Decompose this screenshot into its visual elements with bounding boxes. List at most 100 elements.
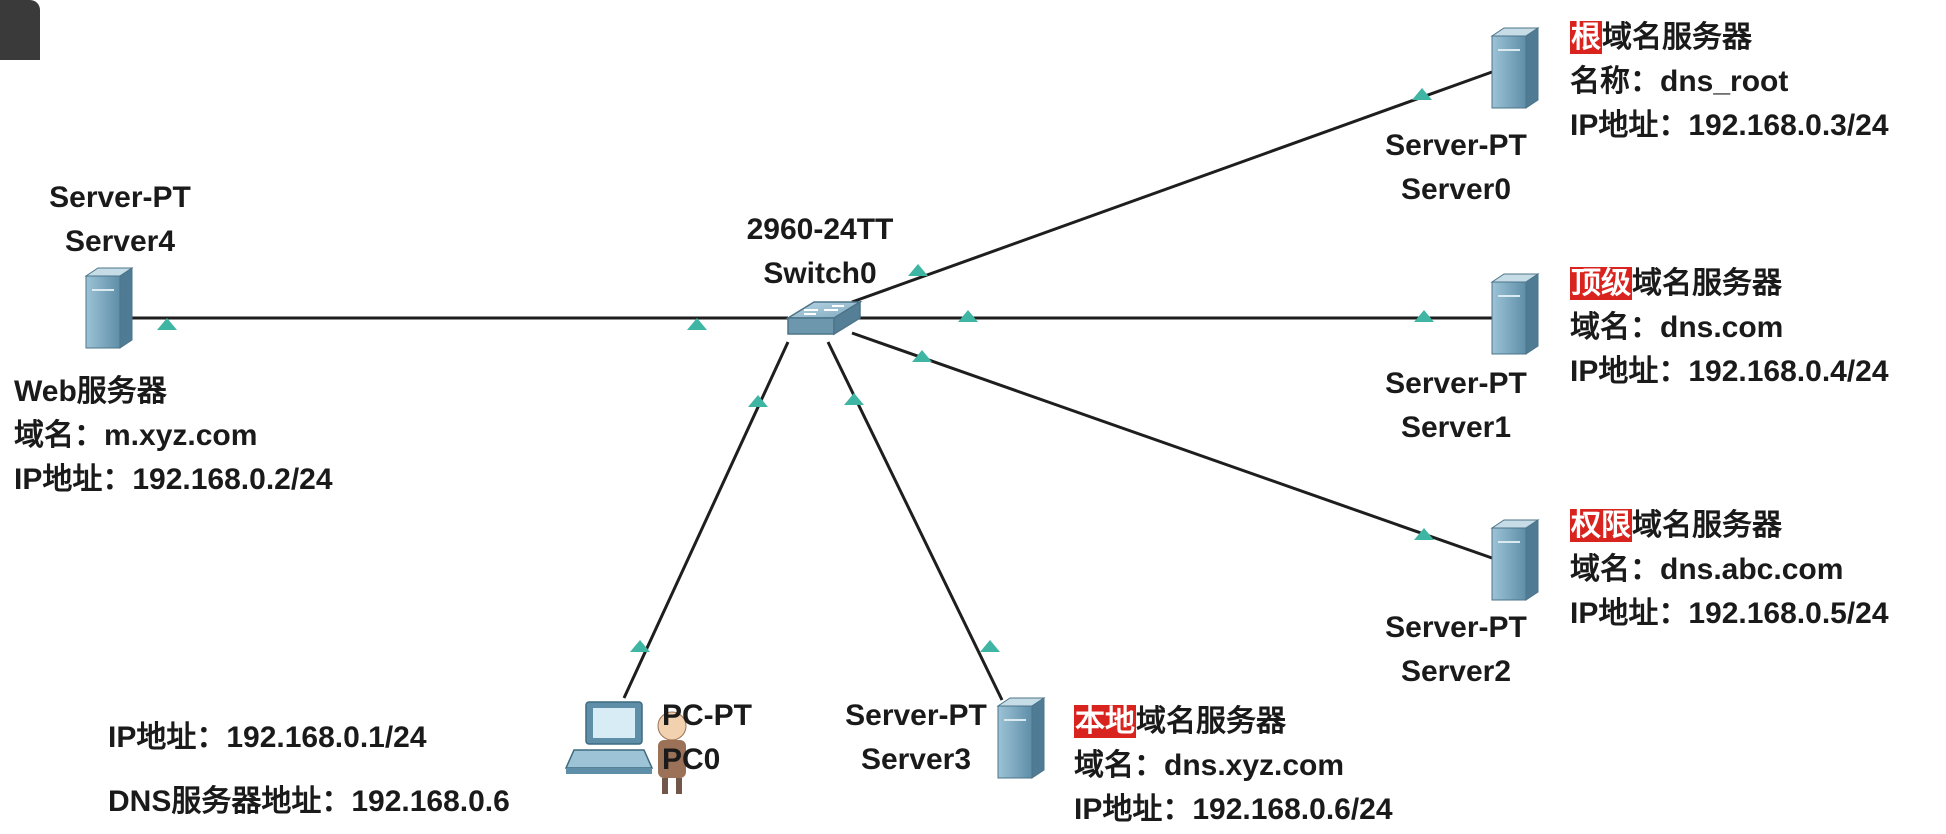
- dns-value: 192.168.0.6: [351, 785, 510, 818]
- device-model: PC-PT: [662, 699, 752, 732]
- pc0-label: PC-PT PC0: [662, 694, 752, 782]
- link-up-arrow-icon: [912, 350, 932, 362]
- role-highlight: 权限: [1570, 509, 1632, 542]
- ip-label: IP地址：: [108, 721, 227, 754]
- link-switch0-server2[interactable]: [851, 331, 1493, 560]
- pc0-info: IP地址：192.168.0.1/24 DNS服务器地址：192.168.0.6: [108, 706, 510, 834]
- server-icon[interactable]: [1490, 27, 1540, 109]
- link-status-arrows: [157, 88, 1434, 652]
- domain-value: dns.abc.com: [1660, 553, 1844, 586]
- links: [132, 70, 1493, 701]
- name-value: dns_root: [1660, 65, 1789, 98]
- device-model: Server-PT: [49, 181, 191, 214]
- server-role: 顶级域名服务器: [1570, 262, 1889, 306]
- name-label: 名称：: [1570, 65, 1660, 98]
- name-line: 名称：dns_root: [1570, 60, 1889, 104]
- ip-line: IP地址：192.168.0.1/24: [108, 706, 510, 770]
- domain-line: 域名：dns.xyz.com: [1074, 744, 1393, 788]
- link-up-arrow-icon: [1414, 528, 1434, 540]
- device-name: Server2: [1400, 655, 1512, 688]
- device-name: Server3: [860, 743, 972, 776]
- mascot-watermark: [657, 711, 687, 794]
- link-up-arrow-icon: [958, 310, 978, 322]
- domain-value: dns.xyz.com: [1164, 749, 1345, 782]
- server2-label: Server-PT Server2: [1366, 606, 1546, 694]
- link-up-arrow-icon: [1414, 310, 1434, 322]
- device-name: Server0: [1400, 173, 1512, 206]
- server2-info: 权限域名服务器 域名：dns.abc.com IP地址：192.168.0.5/…: [1570, 504, 1889, 636]
- server0-info: 根域名服务器 名称：dns_root IP地址：192.168.0.3/24: [1570, 16, 1889, 148]
- pc-icon[interactable]: [564, 701, 654, 774]
- server-role: 根域名服务器: [1570, 16, 1889, 60]
- domain-label: 域名：: [14, 419, 104, 452]
- link-up-arrow-icon: [1412, 88, 1432, 100]
- link-switch0-pc0[interactable]: [622, 341, 790, 699]
- device-name: Server4: [64, 225, 176, 258]
- dns-line: DNS服务器地址：192.168.0.6: [108, 770, 510, 834]
- role-rest: 域名服务器: [1602, 21, 1752, 54]
- corner-overlay: [0, 0, 40, 60]
- domain-value: m.xyz.com: [104, 419, 258, 452]
- domain-line: 域名：dns.com: [1570, 306, 1889, 350]
- domain-label: 域名：: [1570, 553, 1660, 586]
- role-rest: 域名服务器: [1632, 267, 1782, 300]
- ip-label: IP地址：: [1074, 793, 1193, 826]
- ip-value: 192.168.0.4/24: [1688, 355, 1889, 388]
- server4-info: Web服务器 域名：m.xyz.com IP地址：192.168.0.2/24: [14, 370, 333, 502]
- device-model: 2960-24TT: [746, 213, 894, 246]
- device-model: Server-PT: [1385, 367, 1527, 400]
- device-model: Server-PT: [1385, 129, 1527, 162]
- device-model: Server-PT: [845, 699, 987, 732]
- role-highlight: 本地: [1074, 705, 1136, 738]
- ip-label: IP地址：: [1570, 109, 1689, 142]
- dns-label: DNS服务器地址：: [108, 785, 352, 818]
- domain-line: 域名：m.xyz.com: [14, 414, 333, 458]
- role-rest: 域名服务器: [1136, 705, 1286, 738]
- ip-line: IP地址：192.168.0.5/24: [1570, 592, 1889, 636]
- server-icon[interactable]: [996, 697, 1046, 779]
- device-name: Switch0: [763, 257, 877, 290]
- domain-value: dns.com: [1660, 311, 1784, 344]
- ip-line: IP地址：192.168.0.3/24: [1570, 104, 1889, 148]
- ip-label: IP地址：: [1570, 597, 1689, 630]
- link-up-arrow-icon: [980, 640, 1000, 652]
- server3-label: Server-PT Server3: [836, 694, 996, 782]
- device-model: Server-PT: [1385, 611, 1527, 644]
- server3-info: 本地域名服务器 域名：dns.xyz.com IP地址：192.168.0.6/…: [1074, 700, 1393, 832]
- link-up-arrow-icon: [908, 264, 928, 276]
- device-name: PC0: [662, 743, 721, 776]
- link-up-arrow-icon: [687, 318, 707, 330]
- switch0-label: 2960-24TT Switch0: [720, 208, 920, 296]
- domain-line: 域名：dns.abc.com: [1570, 548, 1889, 592]
- switch-icon[interactable]: [785, 300, 863, 336]
- server1-info: 顶级域名服务器 域名：dns.com IP地址：192.168.0.4/24: [1570, 262, 1889, 394]
- ip-value: 192.168.0.2/24: [132, 463, 333, 496]
- ip-value: 192.168.0.1/24: [226, 721, 427, 754]
- domain-label: 域名：: [1074, 749, 1164, 782]
- link-up-arrow-icon: [630, 640, 650, 652]
- server1-label: Server-PT Server1: [1366, 362, 1546, 450]
- ip-line: IP地址：192.168.0.4/24: [1570, 350, 1889, 394]
- server-icon[interactable]: [84, 267, 134, 349]
- link-up-arrow-icon: [748, 395, 768, 407]
- server0-label: Server-PT Server0: [1366, 124, 1546, 212]
- link-up-arrow-icon: [157, 318, 177, 330]
- domain-label: 域名：: [1570, 311, 1660, 344]
- ip-line: IP地址：192.168.0.2/24: [14, 458, 333, 502]
- link-up-arrow-icon: [844, 393, 864, 405]
- server-icon[interactable]: [1490, 519, 1540, 601]
- server-role: 权限域名服务器: [1570, 504, 1889, 548]
- device-name: Server1: [1400, 411, 1512, 444]
- ip-value: 192.168.0.5/24: [1688, 597, 1889, 630]
- ip-label: IP地址：: [14, 463, 133, 496]
- server4-label: Server-PT Server4: [30, 176, 210, 264]
- ip-line: IP地址：192.168.0.6/24: [1074, 788, 1393, 832]
- server-icon[interactable]: [1490, 273, 1540, 355]
- role-highlight: 根: [1570, 21, 1602, 54]
- ip-value: 192.168.0.6/24: [1192, 793, 1393, 826]
- role-rest: 域名服务器: [1632, 509, 1782, 542]
- server-role: 本地域名服务器: [1074, 700, 1393, 744]
- server-role: Web服务器: [14, 375, 167, 408]
- link-switch0-server0[interactable]: [851, 70, 1493, 304]
